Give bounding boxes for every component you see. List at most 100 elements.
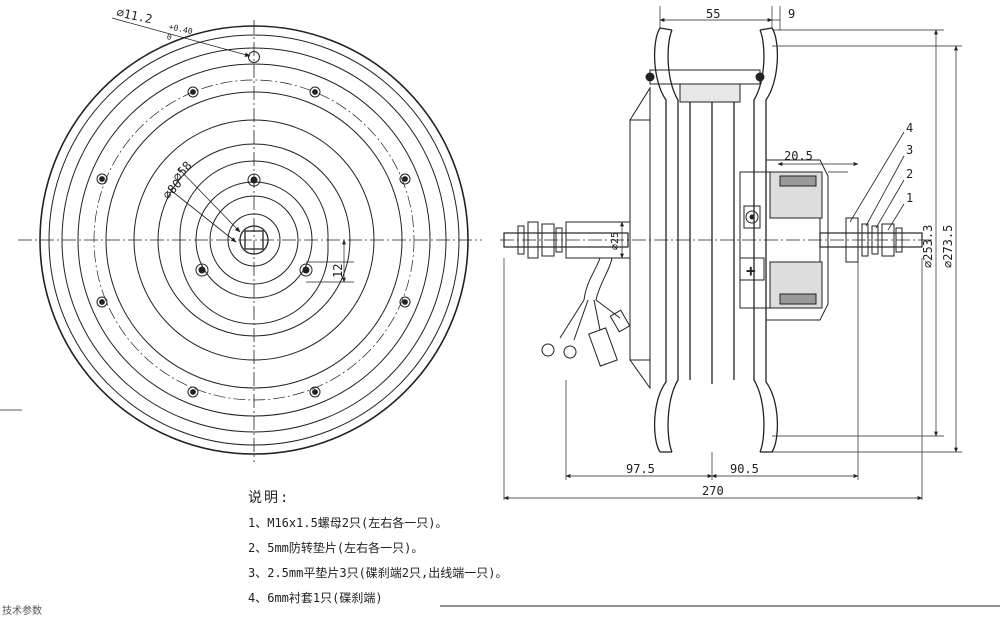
bearing [743, 205, 761, 229]
bearing-ball [745, 210, 759, 224]
bearing-circle [227, 213, 281, 267]
washer-right-2 [871, 225, 879, 255]
notes-title: 说明: [248, 490, 291, 506]
ring-terminal [563, 345, 577, 359]
cable-wire [573, 299, 589, 341]
rim-bolt-center [99, 176, 105, 182]
rim-bolt-center [312, 389, 318, 395]
hub-hole [299, 263, 313, 277]
callout-leader-1 [887, 203, 905, 231]
valve-hole [248, 51, 260, 63]
rim-circle-3 [61, 47, 447, 433]
terminal-box [739, 257, 765, 281]
plus-symbol: + [746, 261, 756, 280]
hub-cover-circle [133, 119, 375, 361]
dim-20-5: 20.5 [784, 149, 813, 163]
callout-1: 1 [906, 191, 913, 205]
dim-270: 270 [702, 484, 724, 498]
nut-left [541, 223, 555, 257]
brake-bolt-bottom [779, 293, 817, 305]
connector-plug [588, 327, 618, 367]
hub-inner-circle [209, 195, 299, 285]
rim-bolt [309, 86, 321, 98]
rim-bolts [96, 86, 411, 398]
hub-body-outline [629, 86, 651, 390]
hub-hole [198, 266, 206, 274]
valve-bolt [645, 72, 655, 82]
note-item: 4、6mm衬套1只(碟刹端) [248, 591, 383, 605]
connector-plug-small [609, 309, 631, 333]
callout-4: 4 [906, 121, 913, 135]
rim-right-inner [753, 29, 765, 453]
rim-circle-5 [105, 91, 403, 389]
rim-bolt-center [312, 89, 318, 95]
rim-bolt [187, 386, 199, 398]
leader-hole-dia [111, 17, 251, 57]
washer-left-3 [555, 227, 563, 253]
callout-leader-2 [875, 179, 905, 229]
valve-stem-inner [679, 83, 741, 103]
note-item: 3、2.5mm平垫片3只(碟刹端2只,出线端一只)。 [248, 566, 508, 580]
footer-fragment: 技术参数 [2, 606, 42, 617]
motor-cable [541, 257, 631, 367]
rim-bolt [96, 173, 108, 185]
bolt-circle [93, 79, 415, 401]
cable-sheath [583, 257, 601, 301]
rim-circle-4 [77, 63, 431, 417]
leader-d58 [177, 167, 241, 233]
rim-left-inner [667, 29, 679, 453]
side-cover [766, 159, 829, 321]
brake-bolt-top [779, 175, 817, 187]
axle-circle [239, 225, 269, 255]
side-view [440, 6, 1000, 607]
dim-90-5: 90.5 [730, 462, 759, 476]
dim-d253-3: ⌀253.3 [921, 225, 935, 268]
rim-bolt-center [190, 389, 196, 395]
rim-bolt-center [99, 299, 105, 305]
bearing-ball-center [749, 214, 755, 220]
valve-bolt [755, 72, 765, 82]
rim-bolt [399, 296, 411, 308]
washer-left-2 [527, 221, 539, 259]
rim-bolt [96, 296, 108, 308]
callout-leader-4 [849, 131, 905, 223]
leader-d80 [167, 187, 237, 243]
left-axle-hardware [517, 221, 563, 259]
cable-wire [593, 299, 601, 331]
callout-2: 2 [906, 167, 913, 181]
cable-wire [595, 299, 621, 319]
washer-right-3 [895, 227, 903, 253]
ring-terminal [541, 343, 555, 357]
hub-flange [179, 160, 329, 325]
hub-hole [250, 176, 258, 184]
valve-stem [649, 69, 761, 85]
dim-55: 55 [706, 7, 720, 21]
cable-sheath-2 [595, 257, 613, 301]
rim-bolt-center [190, 89, 196, 95]
hub-hole [195, 263, 209, 277]
rim-top-edge-r [759, 27, 773, 31]
rim-bolt-center [402, 299, 408, 305]
dim-97-5: 97.5 [626, 462, 655, 476]
note-item: 2、5mm防转垫片(左右各一只)。 [248, 541, 424, 555]
rim-bolt [399, 173, 411, 185]
nut-right [881, 223, 895, 257]
rim-circle-2 [48, 34, 460, 446]
dim-12: 12 [331, 264, 345, 278]
washer-right-1 [861, 223, 869, 257]
axle-flat [244, 230, 264, 250]
hub-mounting-holes [195, 173, 313, 277]
dim-9: 9 [788, 7, 795, 21]
cable-wire [559, 299, 585, 339]
rim-top-edge [659, 27, 673, 31]
dim-d273-5: ⌀273.5 [941, 225, 955, 268]
note-item: 1、M16x1.5螺母2只(左右各一只)。 [248, 516, 448, 530]
dim-hole-dia: ⌀11.2 [115, 5, 153, 26]
rim-left-flange [653, 27, 667, 453]
rim-outer-circle [39, 25, 469, 455]
callout-leader-3 [865, 155, 905, 227]
hub-hole [247, 173, 261, 187]
front-view [0, 17, 482, 462]
dim-hole-tol-lower: 0 [166, 32, 173, 42]
